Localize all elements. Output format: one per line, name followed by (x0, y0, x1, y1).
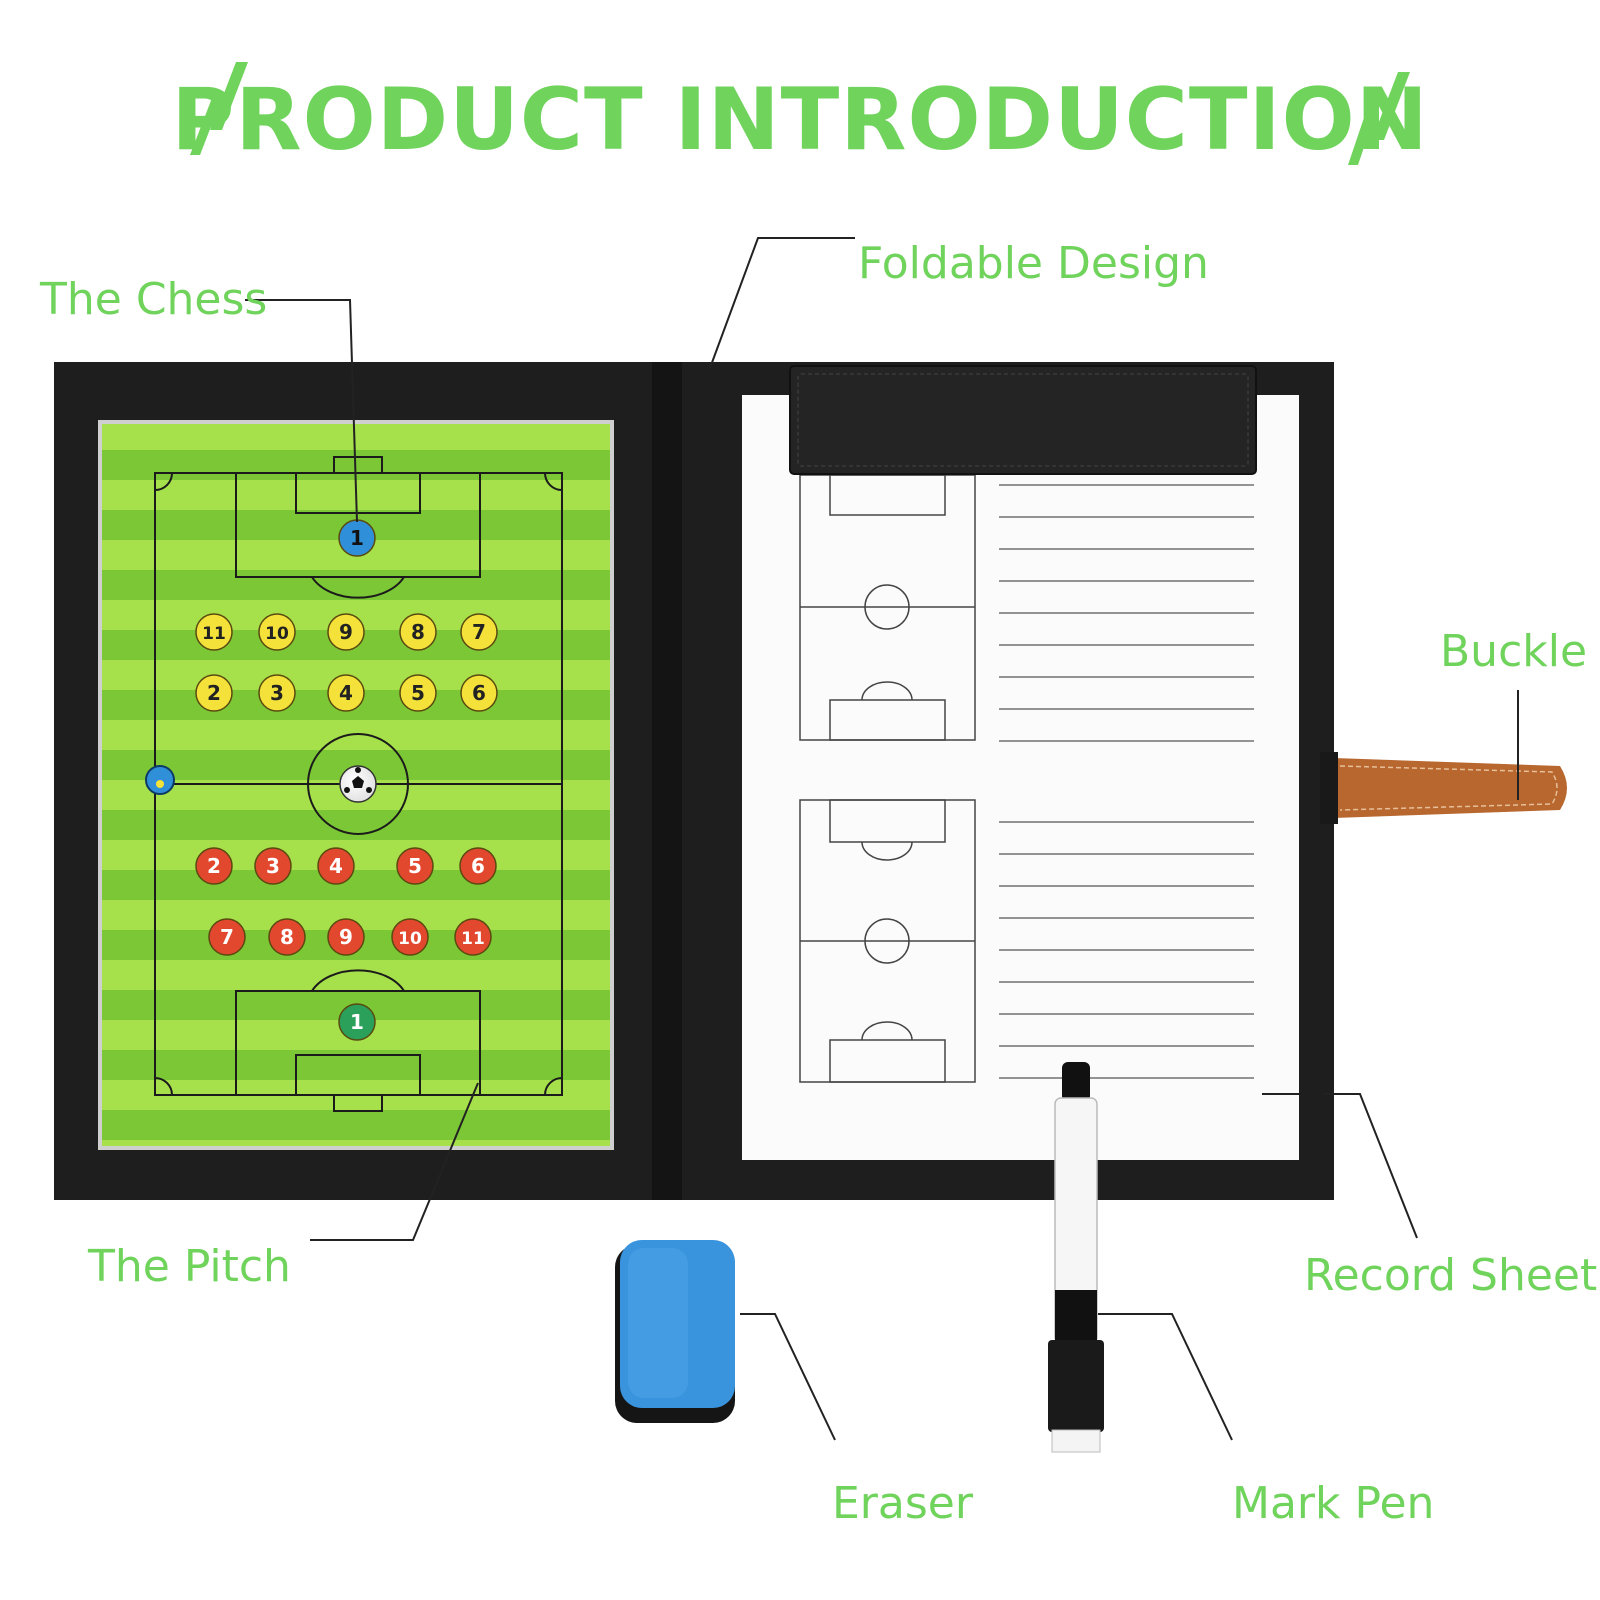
chip-red: 11 (454, 918, 492, 956)
chip-red: 5 (396, 847, 434, 885)
label-the-chess: The Chess (40, 274, 268, 325)
label-mark-pen: Mark Pen (1232, 1478, 1435, 1529)
chip-number: 9 (339, 620, 353, 644)
sheet-writing-lines (999, 484, 1254, 1079)
chip-yellow: 5 (399, 674, 437, 712)
chip-number: 4 (329, 854, 343, 878)
chip-number: 8 (280, 925, 294, 949)
chip-number: 5 (408, 854, 422, 878)
label-the-pitch: The Pitch (88, 1241, 291, 1292)
soccer-ball-icon (339, 765, 377, 803)
chip-keeper-green: 1 (338, 1003, 376, 1041)
chip-number: 2 (207, 681, 221, 705)
chip-number: 6 (472, 681, 486, 705)
chip-yellow: 8 (399, 613, 437, 651)
chip-number: 11 (461, 929, 485, 949)
record-sheet (742, 395, 1299, 1160)
chip-number: 6 (471, 854, 485, 878)
chip-red: 7 (208, 918, 246, 956)
chip-number: 8 (411, 620, 425, 644)
chip-yellow: 3 (258, 674, 296, 712)
leader-lines (245, 237, 1519, 1441)
chip-yellow: 2 (195, 674, 233, 712)
referee-chip-icon (145, 765, 175, 795)
chip-number: 10 (265, 624, 289, 644)
chip-number: 11 (202, 624, 226, 644)
chip-red: 9 (327, 918, 365, 956)
chip-number: 1 (350, 1010, 364, 1034)
chip-keeper-blue: 1 (338, 519, 376, 557)
chip-red: 4 (317, 847, 355, 885)
chip-red: 8 (268, 918, 306, 956)
label-record-sheet: Record Sheet (1304, 1250, 1598, 1301)
page-title: PRODUCT INTRODUCTION (171, 70, 1429, 170)
chip-red: 6 (459, 847, 497, 885)
label-buckle: Buckle (1440, 626, 1588, 677)
chip-number: 1 (350, 526, 364, 550)
chip-number: 9 (339, 925, 353, 949)
chip-yellow: 6 (460, 674, 498, 712)
chip-yellow: 7 (460, 613, 498, 651)
folder-spine (652, 362, 682, 1200)
clip-bar (789, 365, 1257, 475)
chip-number: 4 (339, 681, 353, 705)
chip-number: 5 (411, 681, 425, 705)
chip-yellow: 11 (195, 613, 233, 651)
chip-number: 7 (220, 925, 234, 949)
chip-red: 10 (391, 918, 429, 956)
chip-red: 3 (254, 847, 292, 885)
chip-yellow: 9 (327, 613, 365, 651)
chip-number: 3 (270, 681, 284, 705)
mark-pen (1048, 1062, 1104, 1453)
chip-number: 10 (398, 929, 422, 949)
label-foldable-design: Foldable Design (858, 238, 1209, 289)
eraser (615, 1240, 735, 1423)
chip-number: 3 (266, 854, 280, 878)
chip-number: 2 (207, 854, 221, 878)
chip-number: 7 (472, 620, 486, 644)
label-eraser: Eraser (832, 1478, 973, 1529)
chip-yellow: 4 (327, 674, 365, 712)
buckle-strap (1320, 752, 1567, 824)
sheet-pitch-diagrams (799, 474, 976, 1083)
chip-red: 2 (195, 847, 233, 885)
chip-yellow: 10 (258, 613, 296, 651)
slash-deco-icon (190, 62, 1410, 165)
